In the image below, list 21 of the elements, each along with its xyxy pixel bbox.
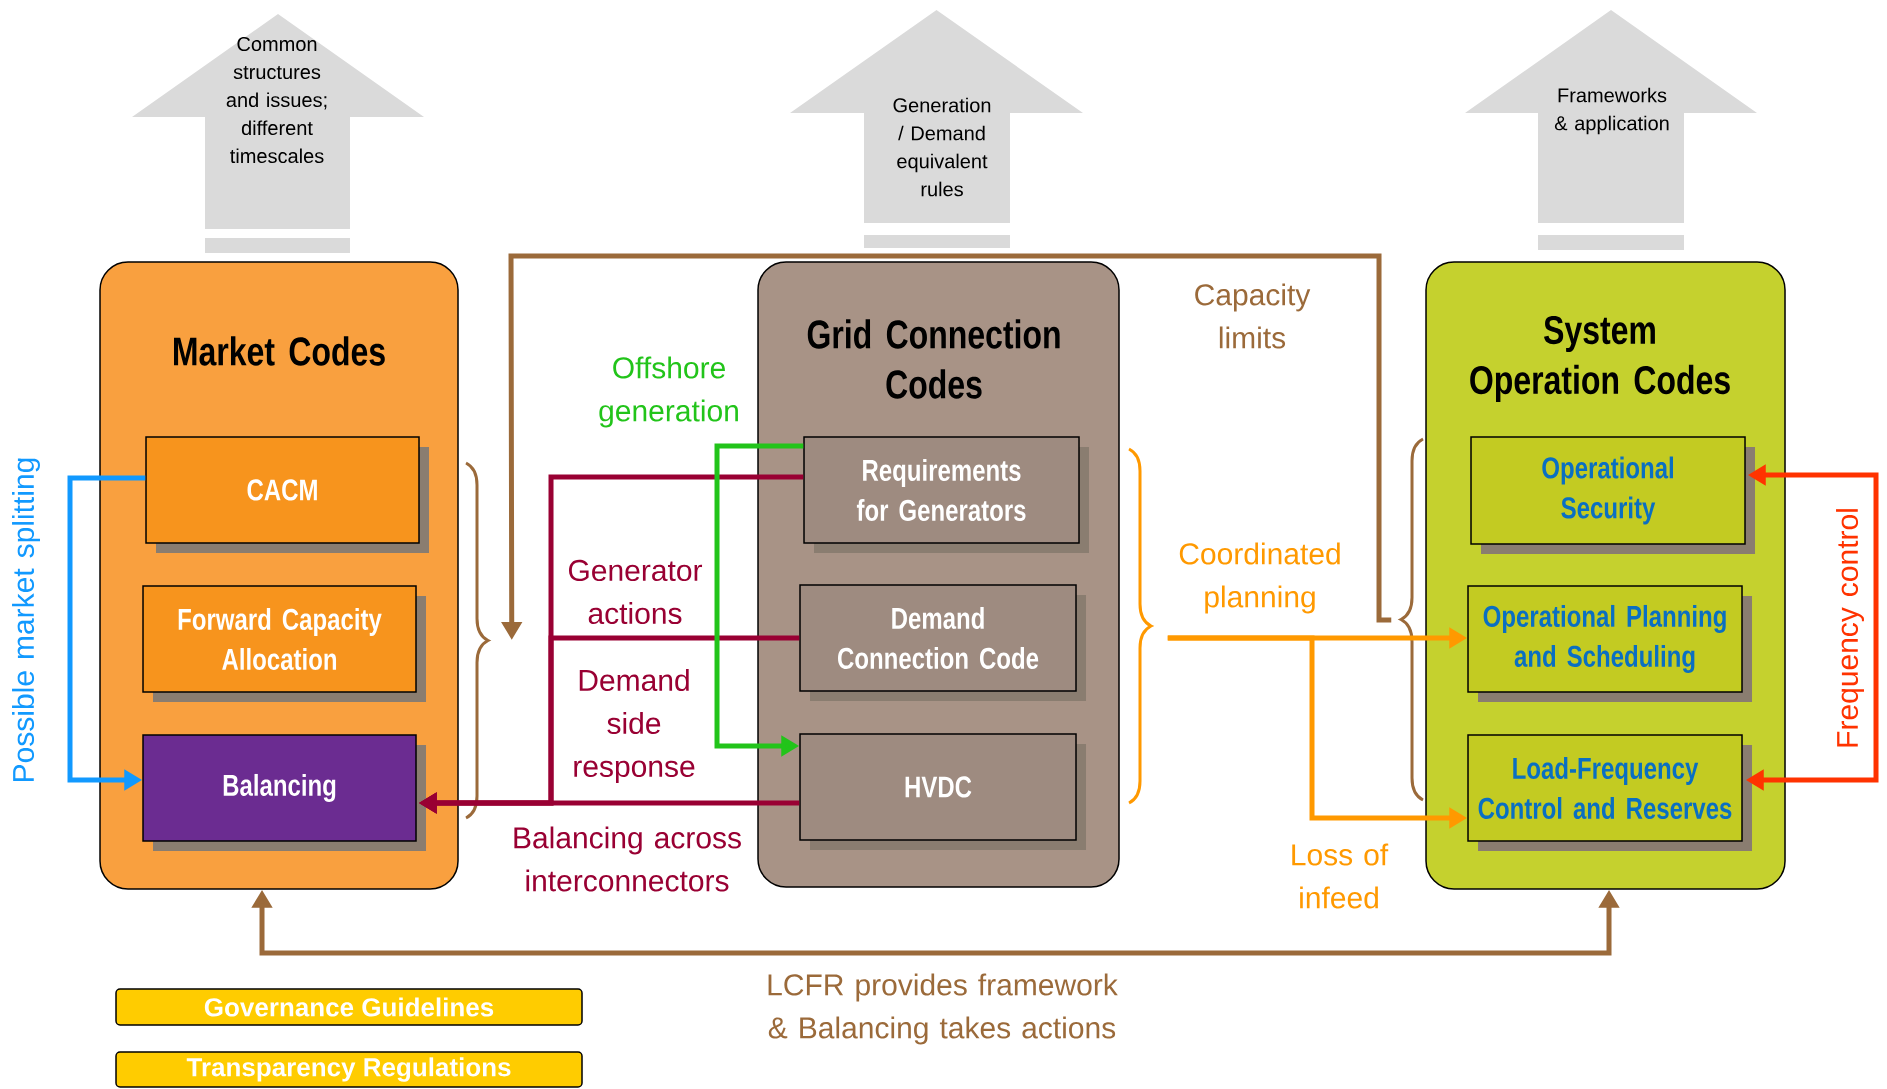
code-box: Demand Connection Code — [799, 584, 1086, 701]
edge-label: Balancing across interconnectors — [514, 826, 741, 892]
code-box: HVDC — [799, 733, 1086, 850]
edge-label: Capacity limits — [1195, 283, 1311, 349]
code-box: Balancing — [142, 734, 426, 851]
code-box: Operational Security — [1470, 436, 1755, 554]
edge-label: Generator actions — [569, 559, 703, 625]
edge-label: Coordinated planning — [1179, 542, 1340, 614]
edge-label: LCFR provides framework & Balancing takes actions — [768, 973, 1118, 1045]
edge-label: Demand side response — [574, 669, 695, 783]
edge-label: Offshore generation — [599, 356, 738, 428]
edge-label: Frequency control — [1836, 509, 1864, 747]
category-tag: Transparency Regulations — [115, 1051, 583, 1088]
edge-label: Possible market splitting — [12, 458, 40, 781]
category-tag: Governance Guidelines — [115, 988, 583, 1026]
edge-label: Loss of infeed — [1292, 843, 1389, 909]
code-box: CACM — [145, 436, 429, 553]
code-box: Load-Frequency Control and Reserves — [1467, 734, 1752, 851]
code-box: Operational Planning and Scheduling — [1467, 585, 1752, 702]
code-box: Requirements for Generators — [803, 436, 1089, 553]
code-box: Forward Capacity Allocation — [142, 585, 426, 702]
